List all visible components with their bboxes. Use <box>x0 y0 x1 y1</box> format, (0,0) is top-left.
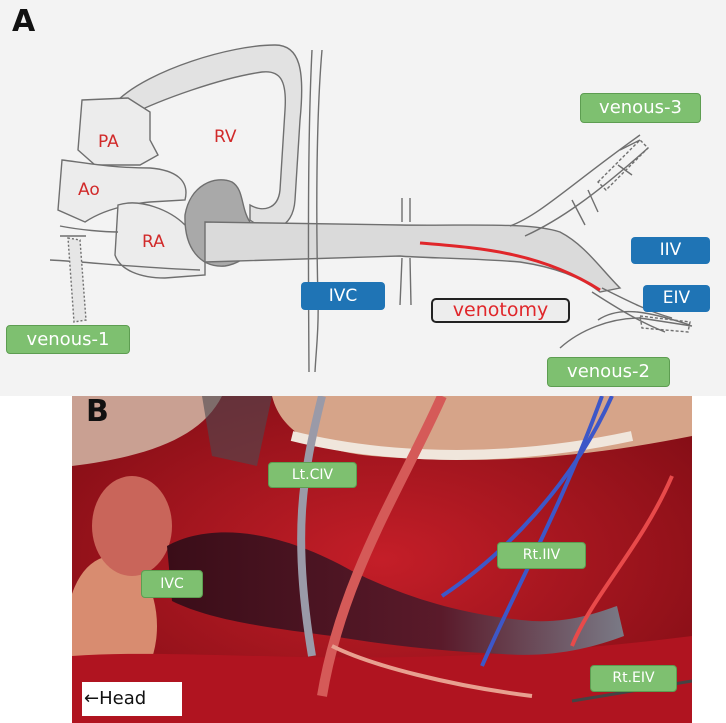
venous-3-tag: venous-3 <box>580 93 701 123</box>
venous-1-cannula <box>67 237 87 323</box>
lt-civ-tag: Lt.CIV <box>268 462 357 488</box>
venous-1-tag: venous-1 <box>6 325 130 354</box>
venotomy-tag: venotomy <box>431 298 570 323</box>
incision-line <box>419 241 601 292</box>
ivc-vessel <box>204 221 622 293</box>
ivc-photo-vein <box>167 532 624 655</box>
venous-2-tag: venous-2 <box>547 357 670 387</box>
panel-a-diagram: A PA Ao RA RV venous-1 venous-3 venous-2… <box>0 0 726 396</box>
ivc-photo-tag: IVC <box>141 570 203 598</box>
ra-label: RA <box>142 232 165 252</box>
ao-shape <box>57 159 187 223</box>
ao-label: Ao <box>78 180 100 200</box>
branch-upper <box>509 134 649 237</box>
panel-b-letter: B <box>86 394 109 429</box>
surgical-photo <box>72 396 692 723</box>
vessel-drawing <box>49 44 693 373</box>
rv-label: RV <box>214 127 237 147</box>
iiv-tag: IIV <box>631 237 710 264</box>
rt-iiv-tag: Rt.IIV <box>497 542 586 569</box>
rt-eiv-tag: Rt.EIV <box>590 665 677 692</box>
ivc-tag: IVC <box>301 282 385 310</box>
pa-label: PA <box>98 132 119 152</box>
pa-shape <box>77 97 159 166</box>
panel-b-photo <box>72 396 692 723</box>
eiv-tag: EIV <box>643 285 710 312</box>
panel-a-letter: A <box>12 4 36 39</box>
head-direction-label: ←Head <box>82 682 182 716</box>
